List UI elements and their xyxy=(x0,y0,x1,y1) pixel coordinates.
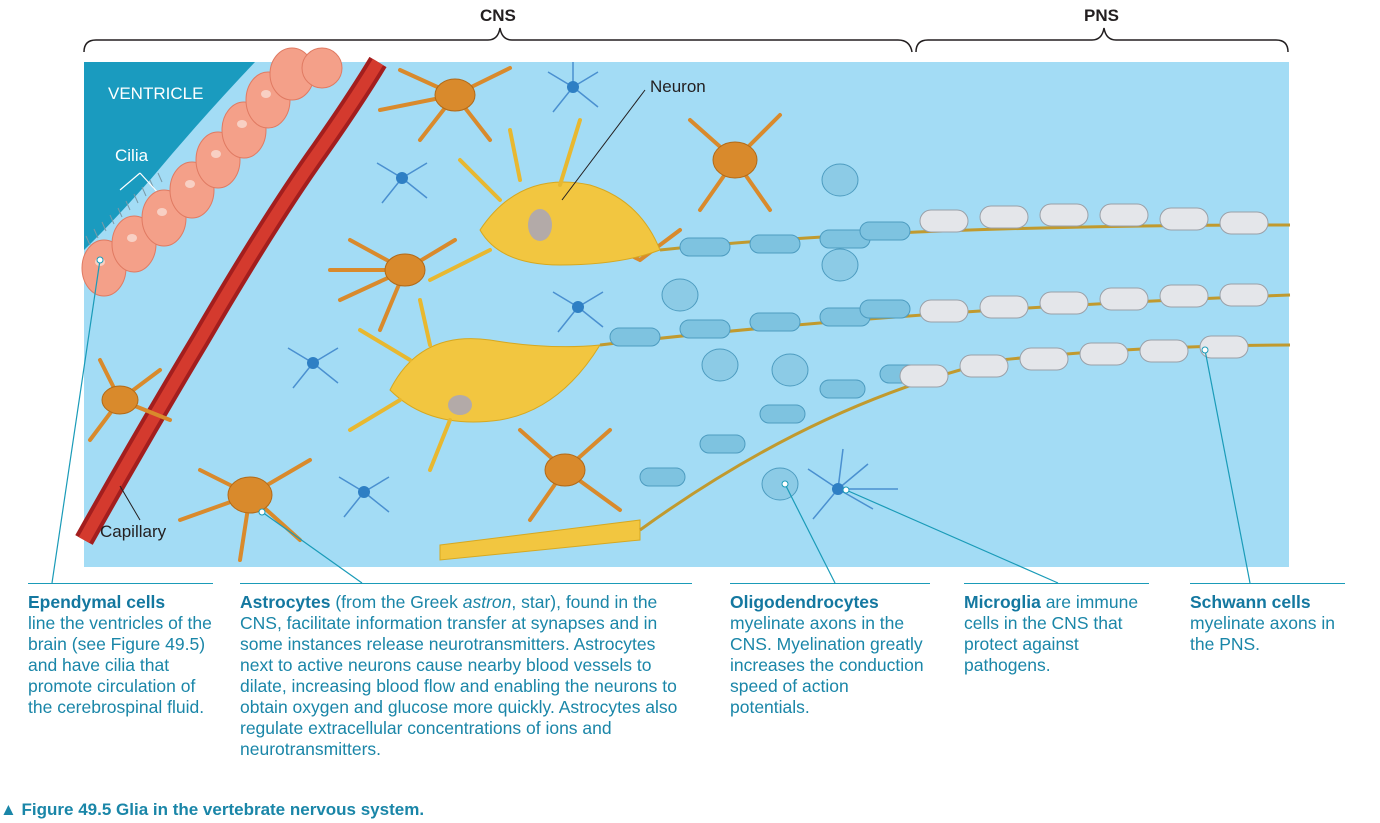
cns-bracket xyxy=(83,27,913,53)
caption-ependymal: Ependymal cells line the ventricles of t… xyxy=(28,583,213,718)
caption-microglia-title: Microglia xyxy=(964,592,1041,612)
pns-label: PNS xyxy=(1084,6,1119,25)
microglia-cells xyxy=(287,62,898,520)
oligodendrocyte-bodies xyxy=(661,163,859,501)
capillary-label: Capillary xyxy=(100,522,167,541)
leader-lines xyxy=(51,259,1251,584)
oligodendrocyte-myelin xyxy=(609,221,926,487)
caption-oligodendrocytes: Oligodendrocytes myelinate axons in the … xyxy=(730,583,930,718)
caption-astrocytes-post: , star), found in the CNS, facilitate in… xyxy=(240,592,678,759)
extracellular-fluid xyxy=(84,62,1289,567)
neuron-dendrites xyxy=(348,118,582,472)
pns-bracket xyxy=(915,27,1289,53)
caption-astrocytes-italic: astron xyxy=(462,592,512,612)
figure-title: ▲ Figure 49.5 Glia in the vertebrate ner… xyxy=(0,800,425,819)
ependymal-cells xyxy=(81,47,343,297)
neuron-cells xyxy=(389,181,661,561)
caption-schwann-body: myelinate axons in the PNS. xyxy=(1190,613,1335,654)
neuron-nuclei xyxy=(448,209,552,415)
caption-ependymal-title: Ependymal cells xyxy=(28,592,166,612)
astrocyte-bodies xyxy=(101,78,758,514)
neuron-leader xyxy=(561,89,646,201)
capillary-leader xyxy=(119,485,141,521)
cilia-label: Cilia xyxy=(115,146,149,165)
cilia xyxy=(85,172,163,246)
caption-astrocytes-title: Astrocytes xyxy=(240,592,331,612)
neuron-label: Neuron xyxy=(650,77,706,96)
caption-ependymal-body: line the ventricles of the brain (see Fi… xyxy=(28,613,212,717)
microglia-bodies xyxy=(307,81,844,498)
schwann-myelin xyxy=(899,203,1269,388)
caption-astrocytes-pre: (from the Greek xyxy=(330,592,463,612)
caption-schwann: Schwann cells myelinate axons in the PNS… xyxy=(1190,583,1345,655)
leader-dots xyxy=(96,256,1209,516)
caption-oligodendrocytes-body: myelinate axons in the CNS. Myelination … xyxy=(730,613,924,717)
caption-astrocytes: Astrocytes (from the Greek astron, star)… xyxy=(240,583,692,760)
caption-microglia: Microglia are immune cells in the CNS th… xyxy=(964,583,1149,676)
caption-oligodendrocytes-title: Oligodendrocytes xyxy=(730,592,879,612)
ventricle-label: VENTRICLE xyxy=(108,84,204,103)
caption-schwann-title: Schwann cells xyxy=(1190,592,1311,612)
cns-label: CNS xyxy=(480,6,516,25)
caption-microglia-body: are immune cells in the CNS that protect… xyxy=(964,592,1139,675)
